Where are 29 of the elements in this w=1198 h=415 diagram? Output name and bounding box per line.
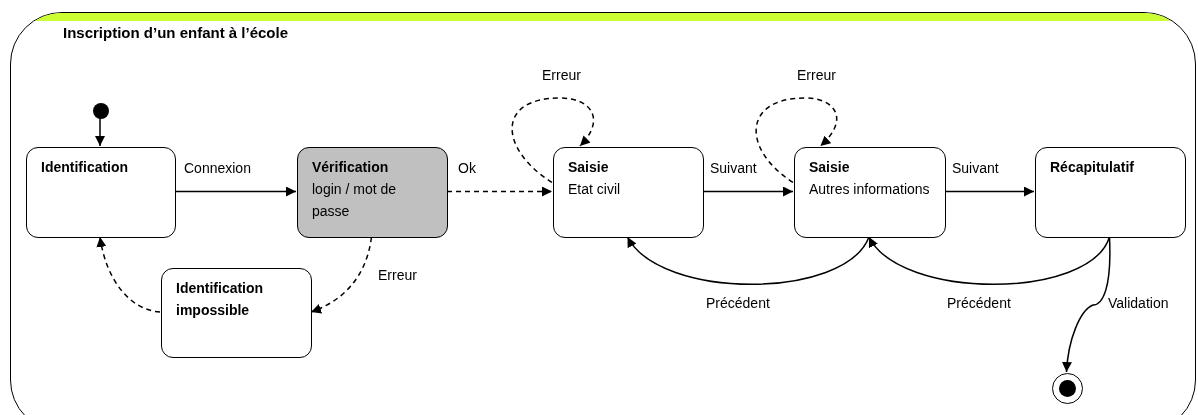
dashed-arrow — [310, 236, 373, 314]
state-description: Etat civil — [568, 180, 622, 199]
state-name: Identification impossible — [176, 279, 265, 320]
state-box — [1035, 147, 1186, 238]
state-name: Récapitulatif — [1050, 158, 1135, 177]
dashed-arrow — [446, 186, 553, 197]
state-name: Vérification — [312, 158, 390, 177]
state-box — [26, 147, 176, 238]
arrow — [174, 186, 297, 197]
arrow — [95, 117, 105, 147]
dashed-arrow — [511, 97, 595, 184]
state-box — [794, 147, 946, 238]
frame-label: Inscription d’un enfant à l’école — [63, 24, 289, 43]
state-name: Saisie — [809, 158, 851, 177]
arrow — [944, 186, 1035, 197]
state-description: login / mot de passe — [312, 180, 398, 221]
dashed-arrow — [755, 97, 838, 184]
state-name: Identification — [41, 158, 130, 177]
state-box — [297, 147, 448, 238]
arrow — [1062, 236, 1111, 373]
state-description: Autres informations — [809, 180, 931, 199]
arrow — [702, 186, 794, 197]
final-state-symbol — [1052, 373, 1083, 404]
state-name: Saisie — [568, 158, 610, 177]
arrow — [868, 236, 1111, 285]
arrow — [626, 236, 870, 285]
state-box — [553, 147, 704, 238]
state-box — [161, 268, 312, 358]
dashed-arrow — [96, 236, 161, 313]
